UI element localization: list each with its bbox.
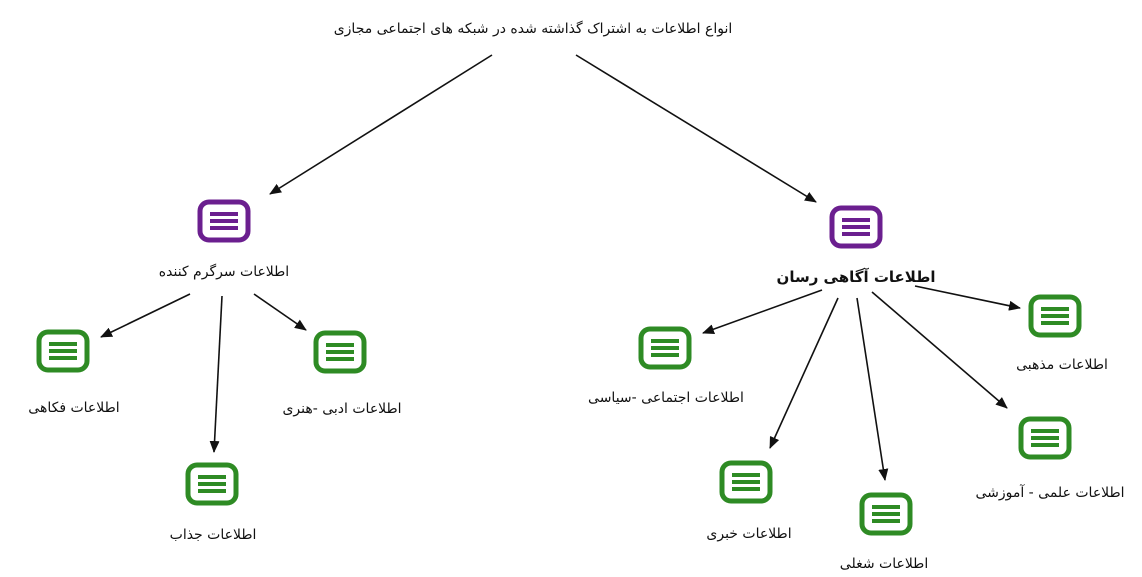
edge-informative-social [702,289,823,334]
edge-informative-job [856,297,889,481]
category-node-entertaining: اطلاعات سرگرم کننده [159,202,289,280]
leaf-label-attractive: اطلاعات جذاب [170,527,257,543]
leaf-node-attractive: اطلاعات جذاب [170,465,257,543]
edge-informative-religious [914,285,1021,311]
category-label-informative: اطلاعات آگاهی رسان [777,268,936,286]
edge-root-entertaining [269,54,493,195]
edge-entertaining-attractive [209,295,223,453]
leaf-label-job: اطلاعات شغلی [840,556,928,572]
leaf-label-humor: اطلاعات فکاهی [28,400,119,416]
edges [100,54,1021,481]
leaf-label-religious: اطلاعات مذهبی [1016,357,1108,373]
leaf-node-scientific-educational: اطلاعات علمی - آموزشی [975,419,1125,501]
list-icon [832,208,880,246]
list-icon [1031,297,1079,335]
category-node-informative: اطلاعات آگاهی رسان [777,208,936,286]
list-icon [39,332,87,370]
root-label: انواع اطلاعات به اشتراک گذاشته شده در شب… [334,20,733,37]
edge-informative-news [769,297,839,449]
edge-entertaining-literary [253,293,307,331]
leaf-node-job: اطلاعات شغلی [840,495,928,572]
list-icon [200,202,248,240]
list-icon [641,329,689,367]
category-label-entertaining: اطلاعات سرگرم کننده [159,263,289,280]
leaf-label-news: اطلاعات خبری [706,526,791,542]
list-icon [316,333,364,371]
leaf-node-literary-art: اطلاعات ادبی -هنری [282,333,402,417]
list-icon [862,495,910,533]
edge-entertaining-humor [100,293,191,338]
list-icon [722,463,770,501]
leaf-node-news: اطلاعات خبری [706,463,792,542]
edge-informative-scientific [871,291,1008,409]
list-icon [188,465,236,503]
leaf-label-literary-art: اطلاعات ادبی -هنری [282,401,401,417]
leaf-label-social-political: اطلاعات اجتماعی -سیاسی [588,390,744,406]
leaf-label-scientific-educational: اطلاعات علمی - آموزشی [975,484,1124,501]
leaf-node-humor: اطلاعات فکاهی [28,332,120,416]
edge-root-informative [575,54,817,203]
leaf-node-social-political: اطلاعات اجتماعی -سیاسی [588,329,744,406]
list-icon [1021,419,1069,457]
leaf-node-religious: اطلاعات مذهبی [1016,297,1108,373]
